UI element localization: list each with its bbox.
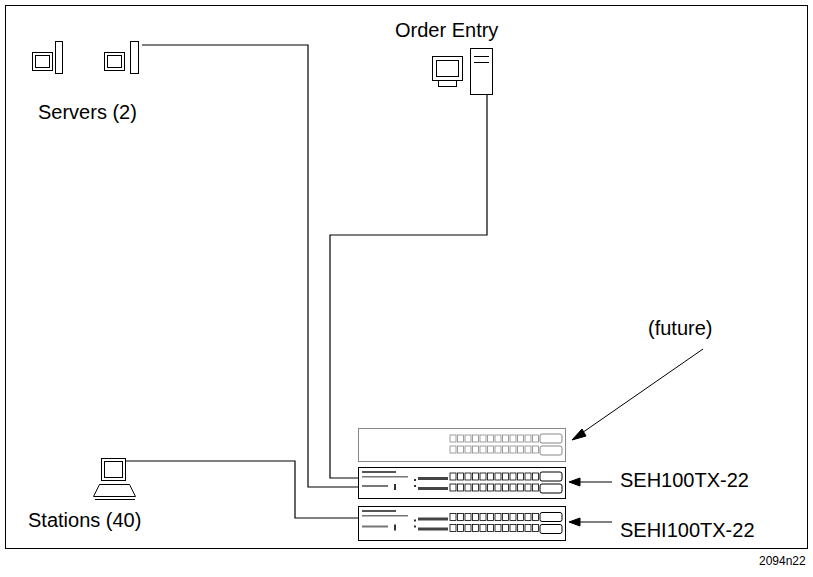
hub-switch: SEHI100TX-22: [358, 506, 566, 541]
node-label: Servers (2): [38, 100, 137, 124]
switch-drawing: [358, 506, 566, 541]
switch-drawing: [358, 467, 566, 499]
switch-drawing: [358, 428, 566, 462]
laptop-icon: [93, 456, 137, 502]
node-label: SEH100TX-22: [620, 468, 749, 492]
future-switch: (future): [358, 428, 566, 462]
node-label: SEHI100TX-22: [620, 518, 755, 542]
figure-number: 2094n22: [759, 554, 806, 568]
node-label: Stations (40): [28, 508, 141, 532]
server-icons: [30, 40, 142, 76]
node-label: (future): [648, 316, 712, 340]
network-cable: [126, 461, 358, 518]
hub-switch: SEH100TX-22: [358, 467, 566, 499]
order-entry-pc: Order Entry: [432, 48, 498, 95]
outer-frame: [6, 6, 808, 549]
server-group: Servers (2): [30, 40, 142, 76]
computer-icon: [432, 48, 498, 95]
node-label: Order Entry: [395, 18, 498, 42]
station-laptop: Stations (40): [93, 456, 137, 502]
callout-leaders: [569, 349, 703, 526]
network-cable: [142, 45, 358, 487]
network-cable: [330, 95, 487, 478]
